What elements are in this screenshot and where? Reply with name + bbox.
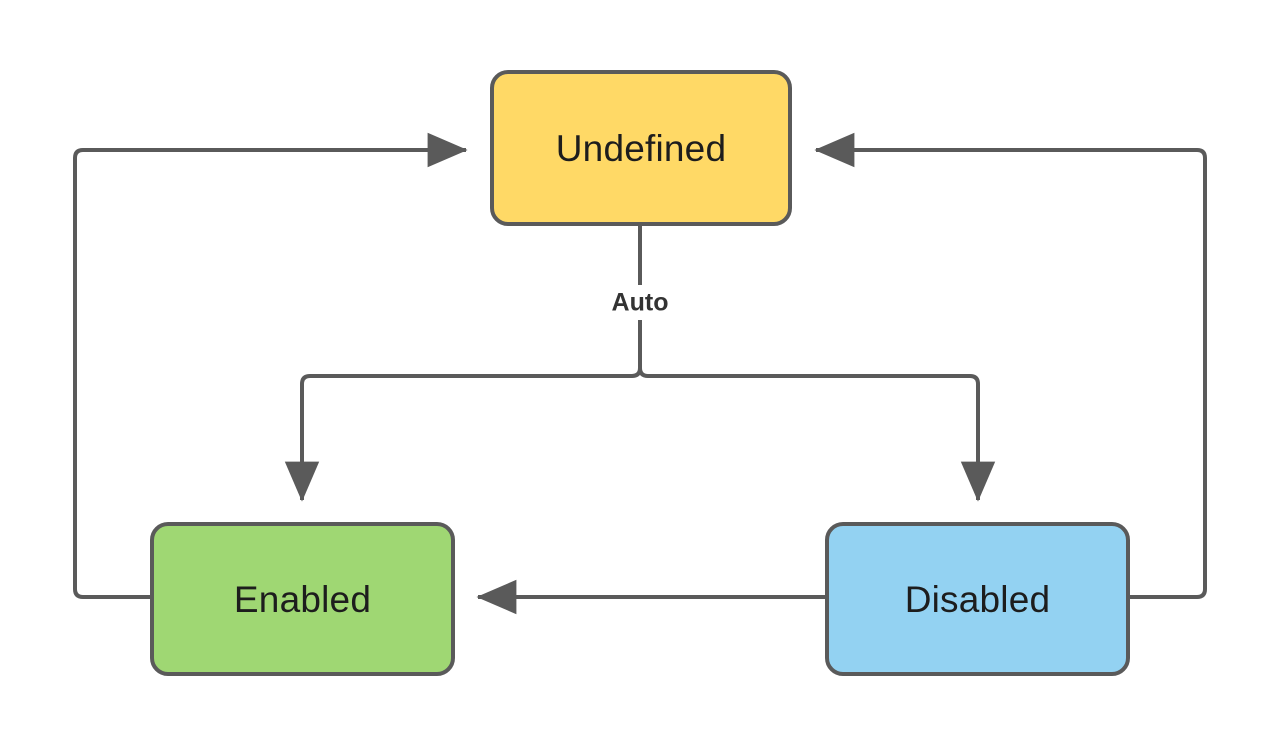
node-undefined[interactable]: Undefined bbox=[490, 70, 792, 226]
edge-enabled-to-undefined bbox=[73, 132, 468, 599]
edge-undefined-to-disabled bbox=[638, 367, 996, 502]
node-disabled-label: Disabled bbox=[904, 578, 1051, 620]
edge-label-auto: Auto bbox=[602, 286, 678, 320]
edge-disabled-to-undefined bbox=[814, 132, 1207, 599]
edge-undefined-to-enabled bbox=[284, 367, 642, 502]
node-disabled[interactable]: Disabled bbox=[825, 522, 1130, 676]
node-enabled[interactable]: Enabled bbox=[150, 522, 455, 676]
node-enabled-label: Enabled bbox=[233, 578, 372, 620]
node-undefined-label: Undefined bbox=[555, 127, 727, 169]
